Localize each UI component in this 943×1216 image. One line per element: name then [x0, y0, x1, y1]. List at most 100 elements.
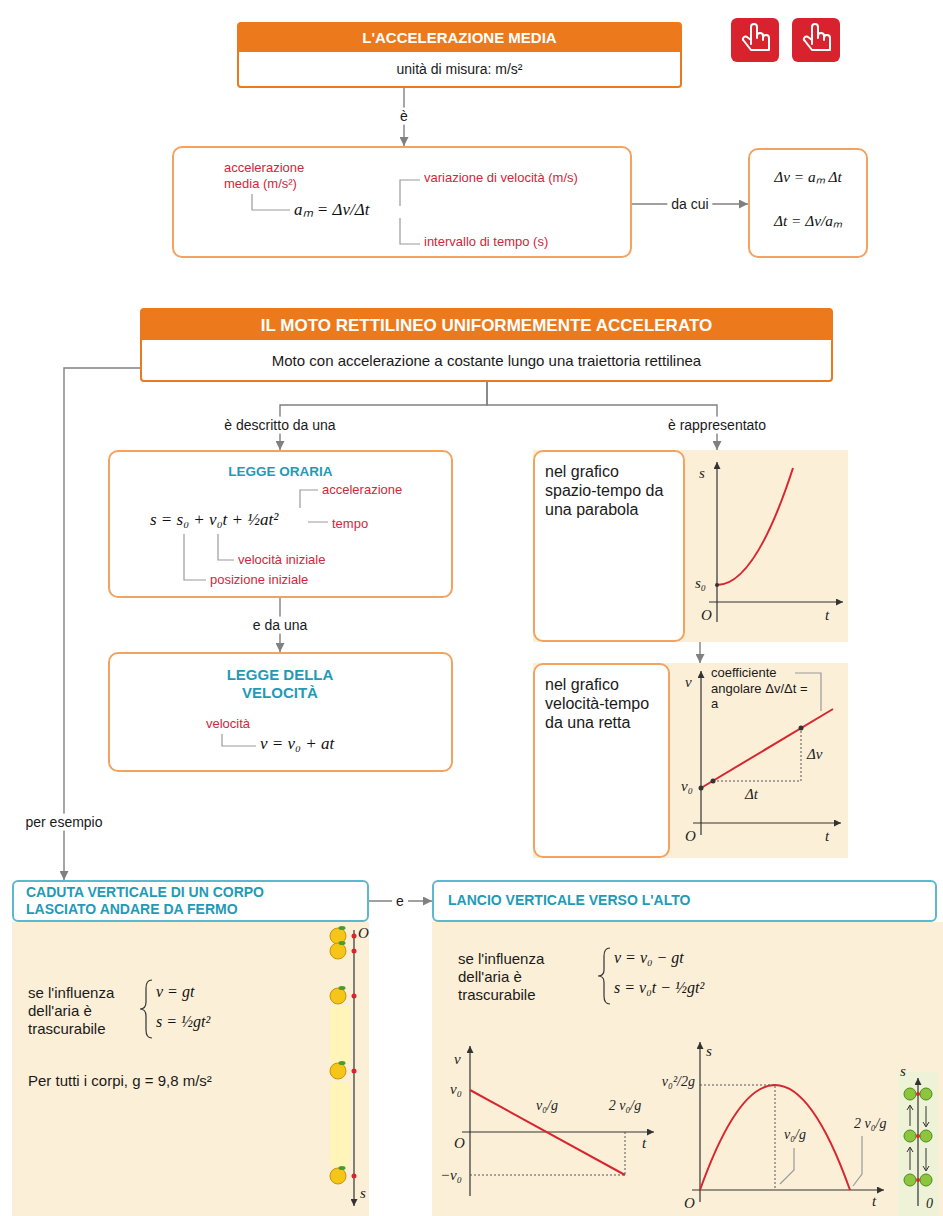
dotted [700, 1085, 775, 1190]
connector [64, 368, 140, 880]
text-box: nel grafico velocità-tempo da una retta [533, 663, 670, 858]
connector [699, 642, 700, 663]
dot [799, 726, 804, 731]
heading: LANCIO VERTICALE VERSO L'ALTO [448, 892, 690, 909]
rdot [352, 994, 357, 999]
formula: s = v₀t − ½gt² [614, 978, 704, 997]
axis-label: O [454, 1134, 465, 1152]
body-text: coefficiente angolare Δv/Δt = a [711, 665, 811, 712]
tiny [907, 1105, 929, 1171]
leaf [339, 1061, 346, 1065]
axis-label: Δv [807, 745, 822, 763]
axis [700, 671, 701, 835]
apple [330, 1168, 346, 1184]
axis [692, 1189, 884, 1190]
formula: Δv = aₘ Δt [750, 168, 866, 186]
connector-label: è descritto da una [220, 417, 339, 434]
connector-label: e [392, 893, 408, 910]
ball [904, 1174, 916, 1186]
body-text: nel grafico velocità-tempo da una retta [545, 675, 661, 733]
axis-label: s [900, 1062, 906, 1080]
node-figure [12, 922, 369, 1216]
brace [598, 948, 610, 1004]
heading: LEGGE ORARIA [110, 464, 451, 480]
apple [330, 988, 346, 1004]
apple [330, 1063, 346, 1079]
body-text: se l'influenza dell'aria è trascurabile [28, 984, 140, 1038]
annotation: posizione iniziale [210, 572, 308, 588]
formula: s = s₀ + v₀t + ½at² [150, 510, 278, 530]
axis-label: t [825, 606, 829, 624]
axis [917, 1078, 918, 1206]
leader [780, 1136, 862, 1186]
connector-label: e da una [249, 617, 312, 634]
law-box: LEGGE ORARIAs = s₀ + v₀t + ½at²acceleraz… [108, 450, 453, 598]
ball [904, 1088, 916, 1100]
ghost [330, 1006, 350, 1062]
heading: L'ACCELERAZIONE MEDIA [239, 29, 680, 47]
rdot [352, 1174, 357, 1179]
axis-label: s [699, 464, 705, 482]
connector-label: da cui [667, 196, 712, 213]
example-panel: se l'influenza dell'aria è trascurabile v… [12, 922, 369, 1216]
heading: CADUTA VERTICALE DI UN CORPO LASCIATO AN… [26, 884, 326, 918]
annotation: variazione di velocità (m/s) [424, 170, 578, 186]
band [142, 310, 831, 340]
body-text: Per tutti i corpi, g = 9,8 m/s² [28, 1072, 328, 1090]
formula: Δt = Δv/aₘ [750, 212, 866, 230]
body-text: nel grafico spazio-tempo da una parabola [545, 462, 673, 520]
ball [904, 1130, 916, 1142]
formula: v = v₀ − gt [614, 948, 684, 967]
axis [693, 822, 841, 823]
rdot [352, 1069, 357, 1074]
axis-label: t [872, 1192, 876, 1210]
hand-glyph [743, 24, 769, 50]
law-box: LEGGE DELLA VELOCITÀvelocitàv = v₀ + at [108, 652, 453, 772]
ball [920, 1088, 932, 1100]
formula-box: Δv = aₘ Δt Δt = Δv/aₘ [748, 148, 868, 258]
axis-label: O [701, 606, 712, 624]
annotation: intervallo di tempo (s) [424, 234, 548, 250]
axis-label: v₀ [681, 777, 693, 795]
axis-label: v₀/g [784, 1127, 806, 1144]
axis-label: s₀ [695, 574, 706, 592]
icon-ground [792, 18, 840, 62]
connector-label: è rappresentato [664, 417, 770, 434]
apple [330, 943, 346, 959]
rdot [352, 949, 357, 954]
rdot [352, 934, 357, 939]
leaf [339, 941, 346, 945]
concept-box: L'ACCELERAZIONE MEDIAunità di misura: m/… [237, 22, 682, 88]
dot [699, 786, 704, 791]
hand-glyph [804, 24, 830, 50]
axis [699, 1042, 700, 1202]
formula: v = gt [156, 982, 194, 1001]
example-panel: se l'influenza dell'aria è trascurabile v… [432, 922, 943, 1216]
ghost [330, 1082, 350, 1166]
formula: s = ½gt² [156, 1012, 210, 1031]
curve [717, 468, 793, 585]
connector-label: per esempio [21, 814, 106, 831]
formula: aₘ = Δv/Δt [294, 200, 369, 220]
axis-label: v₀/g [527, 1098, 567, 1115]
axis [353, 930, 354, 1206]
graph-panel: s s₀ Ot nel grafico spazio-tempo da una par… [533, 450, 848, 642]
axis-label: v₀ [450, 1080, 462, 1098]
body-text: se l'influenza dell'aria è trascurabile [458, 950, 578, 1004]
icon-ground [731, 18, 779, 62]
formula-box: accelerazione media (m/s²)aₘ = Δv/Δtvari… [172, 146, 632, 258]
stripe [898, 1072, 938, 1216]
hand-icon [792, 18, 840, 62]
hand-icon [731, 18, 779, 62]
dotted [713, 728, 801, 781]
rdot [916, 1134, 920, 1138]
example-heading: CADUTA VERTICALE DI UN CORPO LASCIATO AN… [12, 880, 369, 922]
heading: LEGGE DELLA VELOCITÀ [215, 666, 345, 702]
band [239, 24, 680, 52]
axis-label: O [684, 1194, 695, 1212]
graph-panel: vcoefficiente angolare Δv/Δt = aΔvΔtv₀Ot… [533, 663, 848, 858]
leaf [339, 926, 346, 930]
